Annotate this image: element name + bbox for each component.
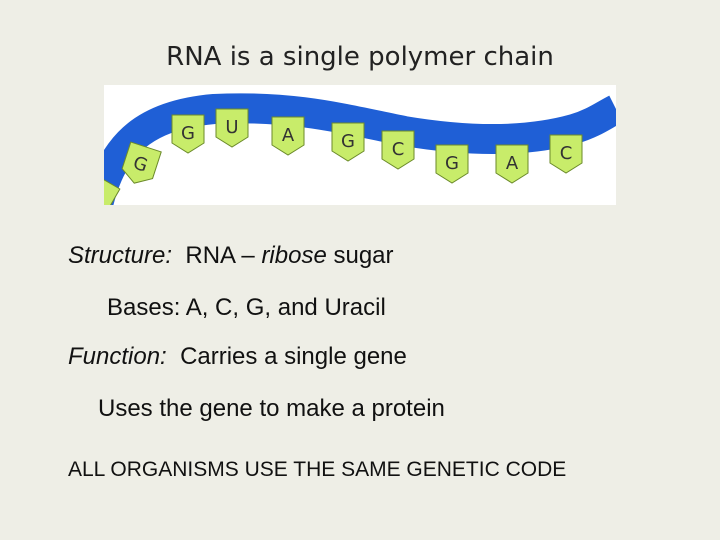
rna-strand-diagram: AGGUAGCGAC: [104, 85, 616, 205]
structure-text-1: RNA –: [185, 242, 255, 269]
rna-base-a-1: A: [104, 172, 121, 205]
rna-base-letter: G: [181, 123, 195, 144]
function-label: Function:: [68, 343, 167, 370]
bases-line: Bases: A, C, G, and Uracil: [107, 294, 386, 321]
rna-base-letter: A: [506, 153, 519, 174]
rna-base-shape: [331, 122, 365, 162]
uses-line: Uses the gene to make a protein: [98, 395, 445, 422]
rna-base-letter: U: [225, 117, 238, 138]
rna-base-letter: C: [392, 139, 405, 160]
rna-base-c-7: C: [381, 130, 415, 170]
function-text: Carries a single gene: [180, 343, 407, 370]
rna-base-shape: [215, 108, 249, 148]
all-organisms-line: ALL ORGANISMS USE THE SAME GENETIC CODE: [68, 458, 567, 481]
rna-base-letter: G: [445, 153, 459, 174]
rna-base-c-10: C: [549, 134, 583, 174]
rna-base-a-9: A: [495, 144, 529, 184]
rna-base-letter: G: [341, 131, 355, 152]
structure-line: Structure: RNA – ribose sugar: [68, 242, 394, 270]
rna-base-shape: [121, 141, 162, 184]
rna-base-shape: [495, 144, 529, 184]
rna-base-shape: [549, 134, 583, 174]
slide-title: RNA is a single polymer chain: [166, 42, 554, 72]
rna-base-letter: G: [130, 152, 150, 176]
structure-text-2: sugar: [333, 242, 394, 269]
rna-base-shape: [104, 172, 121, 205]
rna-base-shape: [171, 114, 205, 154]
rna-base-a-5: A: [271, 116, 305, 156]
rna-base-g-8: G: [435, 144, 469, 184]
rna-backbone: [104, 93, 616, 205]
rna-base-letter: A: [282, 125, 295, 146]
rna-base-shape: [271, 116, 305, 156]
rna-base-shape: [435, 144, 469, 184]
rna-base-g-6: G: [331, 122, 365, 162]
rna-base-letter: C: [560, 143, 573, 164]
rna-base-g-2: G: [121, 141, 162, 184]
structure-label: Structure:: [68, 242, 173, 269]
rna-base-shape: [381, 130, 415, 170]
rna-base-u-4: U: [215, 108, 249, 148]
structure-italic: ribose: [261, 242, 327, 269]
rna-strand-svg: AGGUAGCGAC: [104, 93, 616, 205]
rna-base-g-3: G: [171, 114, 205, 154]
function-line: Function: Carries a single gene: [68, 343, 407, 371]
